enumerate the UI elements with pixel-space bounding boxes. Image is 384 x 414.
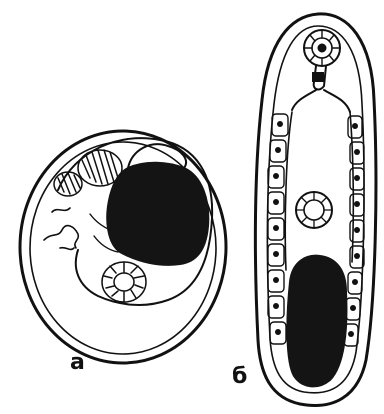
panel-label-b: б [232, 366, 247, 388]
larva-figure-b [255, 14, 376, 406]
central-cavity [285, 112, 353, 270]
left-cell-nuclei [273, 121, 283, 335]
gland-branch-left [292, 90, 316, 110]
striated-body-top [78, 150, 122, 186]
posterior-dark-mass [287, 256, 346, 387]
egg-figure-a [20, 131, 226, 363]
striated-body-bottom [102, 262, 146, 302]
dark-mass [107, 163, 208, 265]
ventral-ring [296, 192, 332, 228]
neck-block [312, 72, 324, 82]
striated-body-left [54, 172, 82, 196]
gland-branch-right [324, 90, 350, 112]
wavy-tissue [44, 208, 78, 249]
apical-rosette [304, 30, 340, 66]
panel-label-a: а [70, 352, 85, 374]
